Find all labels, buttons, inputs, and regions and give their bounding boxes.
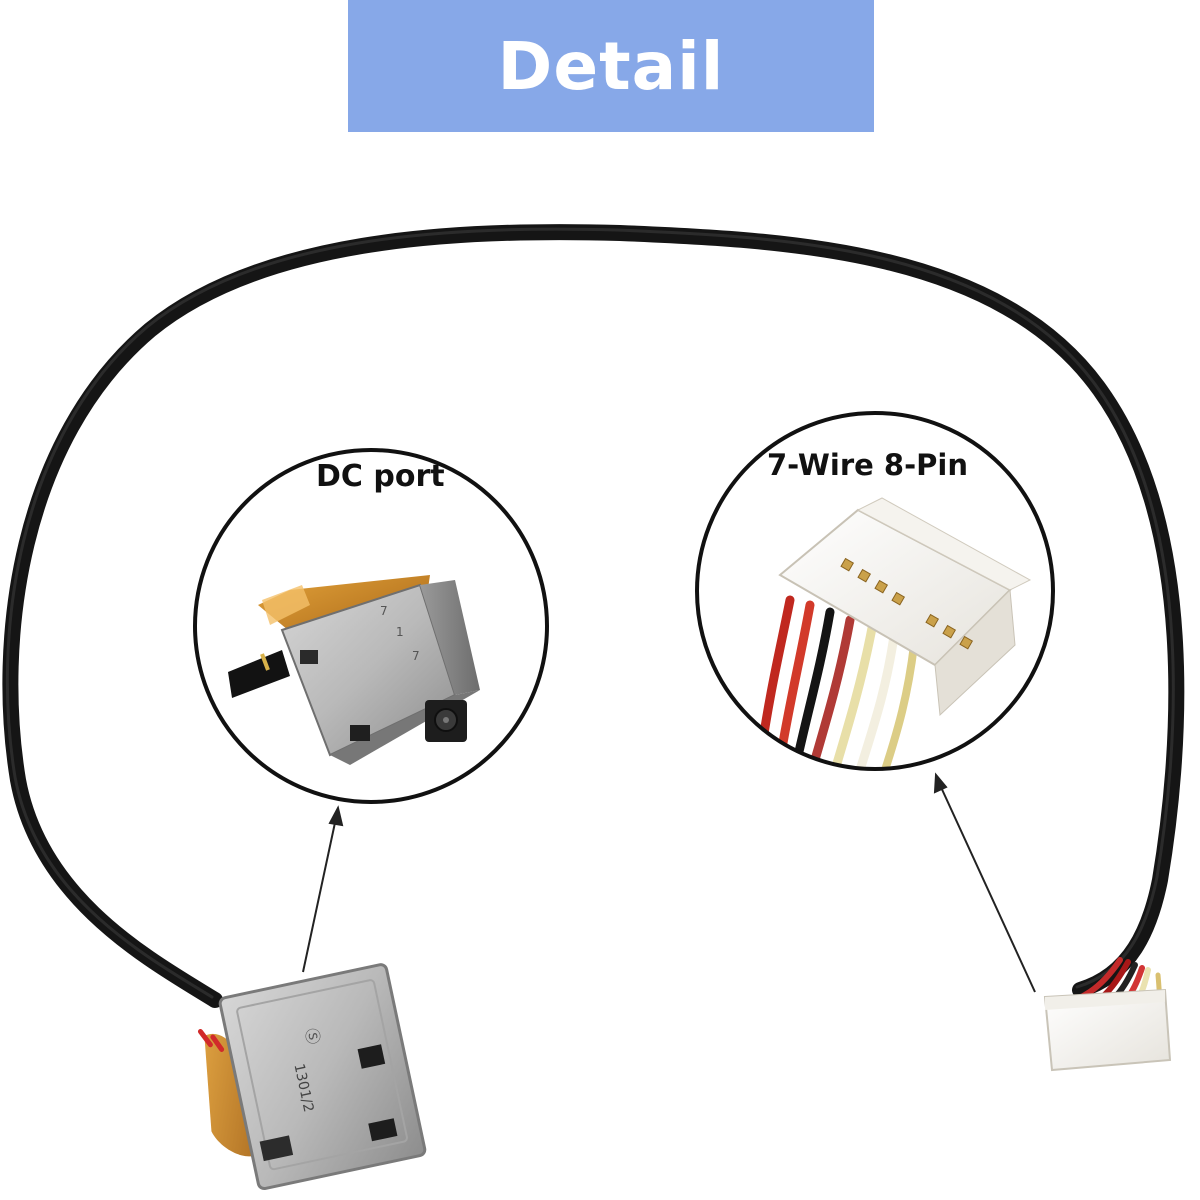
- dc-port-circle: [193, 448, 549, 804]
- dc-port-label: DC port: [316, 459, 445, 494]
- svg-text:7: 7: [380, 604, 388, 618]
- svg-text:1: 1: [396, 625, 404, 639]
- banner-title: Detail: [497, 27, 725, 105]
- connector-plug: [1043, 988, 1172, 1072]
- callout-arrows: [302, 772, 1036, 993]
- detail-banner: Detail: [348, 0, 874, 132]
- svg-text:Ⓢ: Ⓢ: [301, 1027, 323, 1047]
- power-cable: [2, 224, 1185, 1008]
- connector-callout: [697, 413, 1053, 769]
- svg-text:7: 7: [412, 649, 420, 663]
- connector-label: 7-Wire 8-Pin: [767, 448, 968, 482]
- dc-jack: Ⓢ 1301/2: [197, 963, 427, 1191]
- connector-circle: [695, 411, 1055, 771]
- dc-port-callout: 7 1 7: [195, 450, 547, 802]
